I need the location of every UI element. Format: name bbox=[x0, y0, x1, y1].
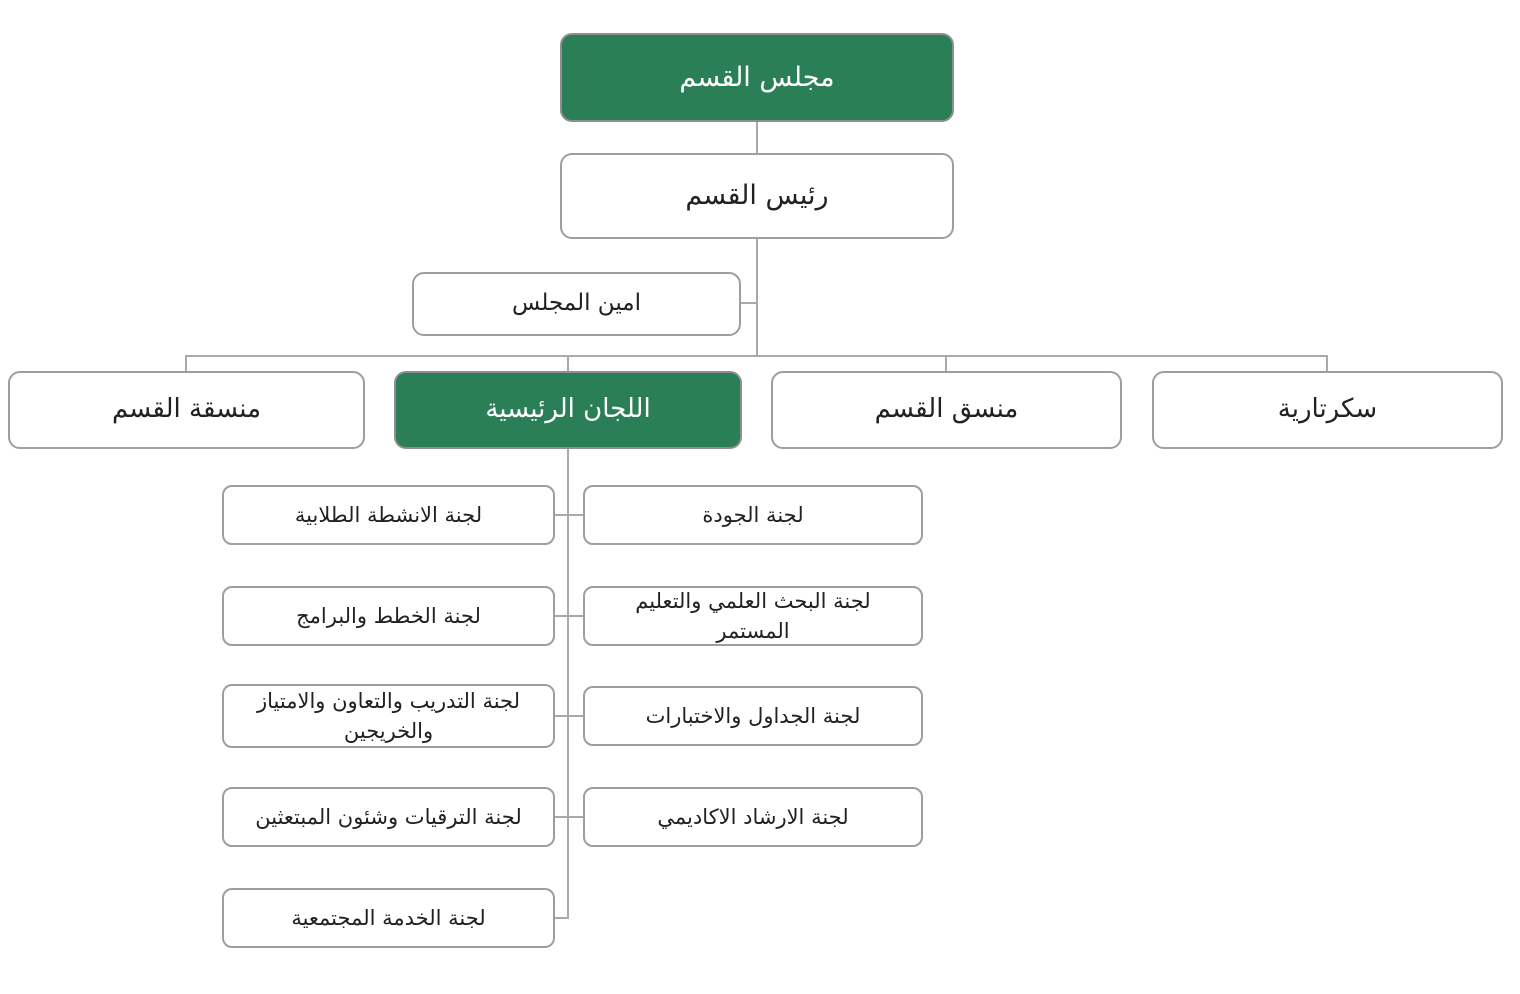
org-node-committee-promotions-scholars: لجنة الترقيات وشئون المبتعثين bbox=[222, 787, 555, 847]
connector-stub-branch-2 bbox=[945, 357, 947, 371]
org-node-label: لجنة الجودة bbox=[702, 502, 804, 527]
org-node-committee-quality: لجنة الجودة bbox=[583, 485, 923, 545]
connector-committee-row-3 bbox=[555, 816, 583, 818]
org-node-label: سكرتارية bbox=[1277, 394, 1378, 425]
org-node-committee-research-education: لجنة البحث العلمي والتعليم المستمر bbox=[583, 586, 923, 646]
connector-committee-row-4 bbox=[555, 917, 569, 919]
connector-root-to-head bbox=[756, 122, 758, 153]
org-node-label: لجنة التدريب والتعاون والامتياز والخريجي… bbox=[257, 688, 520, 743]
org-node-label: منسق القسم bbox=[874, 394, 1019, 425]
connector-head-to-bus bbox=[756, 239, 758, 355]
connector-secretary-stub bbox=[741, 302, 756, 304]
org-node-label: اللجان الرئيسية bbox=[485, 394, 651, 425]
org-node-label: لجنة البحث العلمي والتعليم المستمر bbox=[635, 588, 871, 643]
connector-stub-branch-0 bbox=[185, 357, 187, 371]
org-node-branch-secretariat: سكرتارية bbox=[1152, 371, 1503, 449]
org-node-department-head: رئيس القسم bbox=[560, 153, 954, 239]
org-node-committee-training-cooperation: لجنة التدريب والتعاون والامتياز والخريجي… bbox=[222, 684, 555, 748]
org-node-label: لجنة الخطط والبرامج bbox=[296, 603, 481, 628]
org-node-branch-main-committees: اللجان الرئيسية bbox=[394, 371, 742, 449]
org-node-label: لجنة الجداول والاختبارات bbox=[645, 703, 861, 728]
connector-stub-branch-3 bbox=[1326, 357, 1328, 371]
org-node-label: لجنة الانشطة الطلابية bbox=[294, 502, 483, 527]
org-node-branch-coordinator-f: منسقة القسم bbox=[8, 371, 365, 449]
org-node-committee-academic-advising: لجنة الارشاد الاكاديمي bbox=[583, 787, 923, 847]
org-node-committee-plans-programs: لجنة الخطط والبرامج bbox=[222, 586, 555, 646]
org-node-label: منسقة القسم bbox=[111, 394, 262, 425]
org-node-label: لجنة الترقيات وشئون المبتعثين bbox=[255, 804, 522, 829]
org-node-committee-schedules-exams: لجنة الجداول والاختبارات bbox=[583, 686, 923, 746]
org-node-label: رئيس القسم bbox=[685, 180, 829, 212]
connector-committee-row-2 bbox=[555, 715, 583, 717]
org-node-label: مجلس القسم bbox=[679, 61, 835, 93]
connector-committee-row-0 bbox=[555, 514, 583, 516]
org-node-committee-community-service: لجنة الخدمة المجتمعية bbox=[222, 888, 555, 948]
org-node-label: امين المجلس bbox=[512, 290, 641, 317]
connector-stub-branch-1 bbox=[567, 357, 569, 371]
org-node-department-council: مجلس القسم bbox=[560, 33, 954, 122]
connector-committee-row-1 bbox=[555, 615, 583, 617]
connector-committee-spine bbox=[567, 449, 569, 919]
org-node-branch-coordinator-m: منسق القسم bbox=[771, 371, 1122, 449]
connector-branch-bus bbox=[185, 355, 1328, 357]
org-node-label: لجنة الخدمة المجتمعية bbox=[291, 905, 486, 930]
org-node-label: لجنة الارشاد الاكاديمي bbox=[657, 804, 849, 829]
org-node-council-secretary: امين المجلس bbox=[412, 272, 741, 336]
org-node-committee-student-activities: لجنة الانشطة الطلابية bbox=[222, 485, 555, 545]
